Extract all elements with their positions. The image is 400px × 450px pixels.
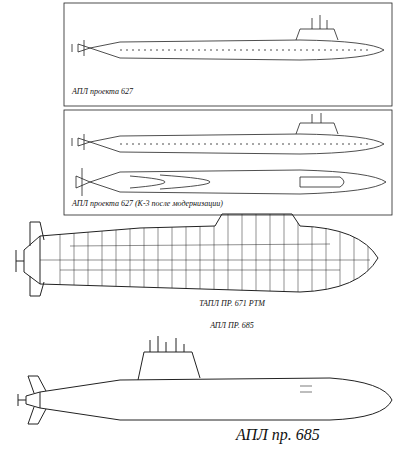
submarine-671rtm	[16, 210, 378, 296]
caption-label: АПЛ проекта 627 (К-3 после модернизации)	[72, 200, 223, 209]
caption-label: АПЛ проекта 627	[72, 88, 133, 97]
caption-label: АПЛ ПР. 685	[210, 322, 254, 331]
submarine-627-modernized-top	[76, 168, 386, 196]
caption-label: АПЛ пр. 685	[236, 426, 320, 444]
submarine-685	[18, 336, 392, 424]
panel-frame	[64, 110, 392, 215]
panel-frame	[64, 3, 392, 106]
submarine-627-modernized-side	[72, 113, 384, 154]
caption-label: ТАПЛ ПР. 671 РТМ	[199, 300, 265, 309]
submarine-627	[72, 15, 384, 60]
